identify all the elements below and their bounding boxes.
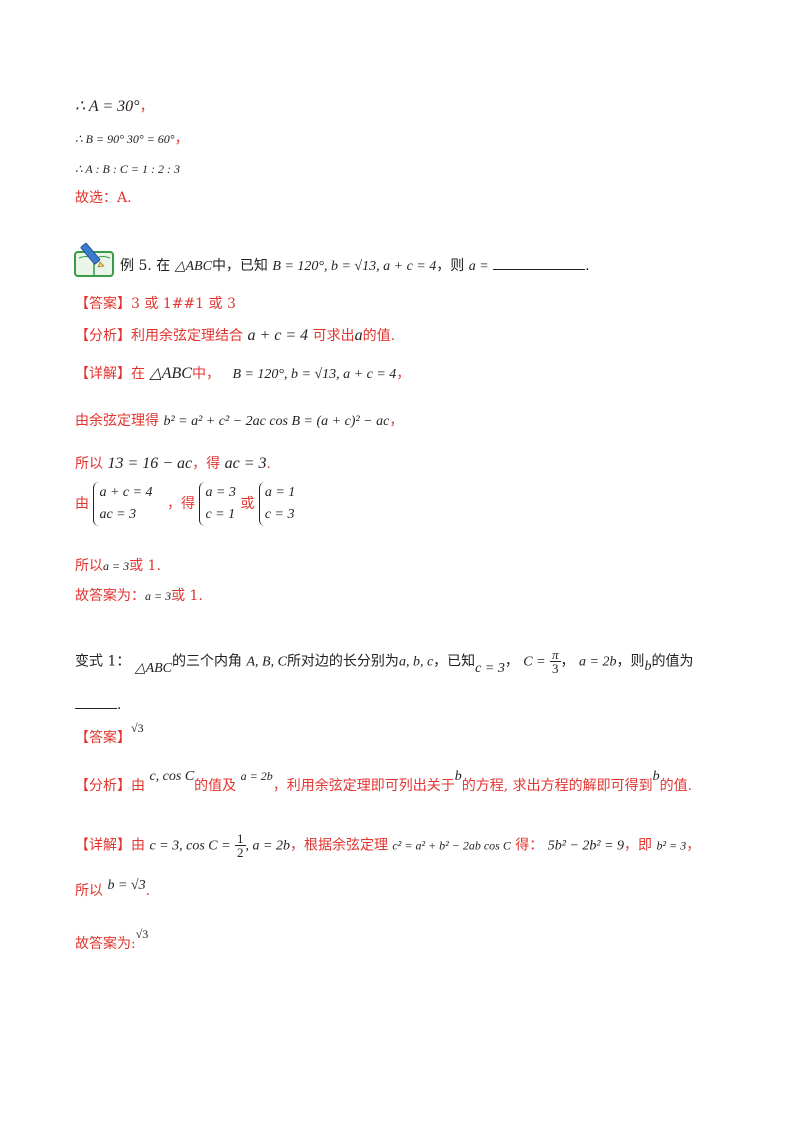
variant-1-blank: . xyxy=(75,697,121,713)
variant-1-analysis: 【分析】由 c, cos C的值及 a = 2b，利用余弦定理即可列出关于b的方… xyxy=(75,769,693,794)
example-5-detail: 【详解】在 △ABC中， B = 120°, b = √13, a + c = … xyxy=(75,365,411,382)
prev-line-2: ∴ B = 90° 30° = 60°， xyxy=(75,131,189,147)
variant-1-so-line: 所以 b = √3. xyxy=(75,878,151,899)
cosine-law-line: 由余弦定理得 b² = a² + c² − 2ac cos B = (a + c… xyxy=(75,413,404,429)
example-5-answer: 【答案】3 或 1##1 或 3 xyxy=(75,296,236,312)
example-5-analysis: 【分析】利用余弦定理结合 a + c = 4 可求出a的值. xyxy=(75,327,396,344)
final-answer-line: 故答案为：a = 3或 1. xyxy=(75,588,203,604)
variant-1-final-answer: 故答案为:√3 xyxy=(75,927,149,952)
pencil-book-icon xyxy=(73,240,117,278)
result-line: 所以a = 3或 1. xyxy=(75,558,161,574)
prev-line-3: ∴ A : B : C = 1 : 2 : 3 xyxy=(75,162,180,176)
so-line: 所以 13 = 16 − ac，得 ac = 3. xyxy=(75,455,271,472)
variant-1-question: 变式 1： △ABC的三个内角 A, B, C所对边的长分别为a, b, c，已… xyxy=(75,647,694,676)
variant-1-answer: 【答案】√3 xyxy=(75,721,144,746)
prev-conclusion: 故选：A. xyxy=(75,190,132,206)
example-5-question: 例 5. 在 △ABC中，已知 B = 120°, b = √13, a + c… xyxy=(120,258,590,274)
prev-line-1: ∴ A = 30°， xyxy=(75,98,154,115)
answer-blank xyxy=(493,269,586,270)
